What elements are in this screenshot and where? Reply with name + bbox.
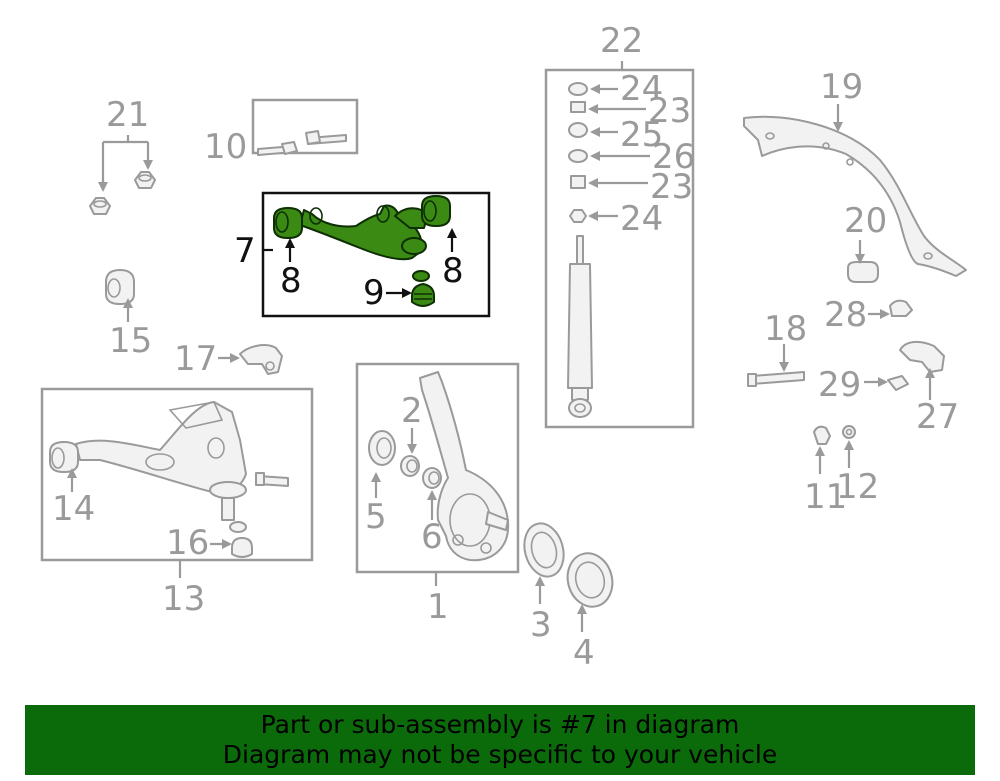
cushion-23a-icon xyxy=(570,101,586,113)
callout-13: 13 xyxy=(162,579,205,619)
bolt-10-icon xyxy=(257,130,347,156)
steering-knuckle-1-icon xyxy=(419,371,510,562)
callout-2: 2 xyxy=(401,391,423,431)
nut-21a-icon xyxy=(89,197,111,215)
nut-24b-icon xyxy=(569,209,587,223)
bushing-8-left-icon[interactable] xyxy=(273,207,303,239)
shock-absorber-22-icon xyxy=(567,235,593,418)
callout-4: 4 xyxy=(573,633,595,673)
bearing-2-icon xyxy=(400,455,420,477)
bushing-20-icon xyxy=(847,261,879,283)
box-10-bolt-group xyxy=(251,98,359,155)
callout-24-top: 24 xyxy=(620,69,663,109)
bracket-17-icon xyxy=(239,344,283,375)
callout-18: 18 xyxy=(764,309,807,349)
callout-1: 1 xyxy=(427,587,449,627)
callout-27: 27 xyxy=(916,397,959,437)
cushion-23b-icon xyxy=(570,175,586,189)
callout-21: 21 xyxy=(106,95,149,135)
bushing-8-right-icon[interactable] xyxy=(421,195,451,227)
callout-22: 22 xyxy=(600,21,643,61)
callout-5: 5 xyxy=(365,497,387,537)
callout-7[interactable]: 7 xyxy=(234,231,256,271)
callout-11: 11 xyxy=(804,477,847,517)
callout-14: 14 xyxy=(52,489,95,529)
crossmember-19-icon xyxy=(743,115,967,277)
clip-28-icon xyxy=(889,299,913,317)
upper-control-arm-7-icon[interactable] xyxy=(299,204,429,261)
nut-12-icon xyxy=(842,425,856,439)
callout-19: 19 xyxy=(820,67,863,107)
retainer-26-icon xyxy=(568,149,588,163)
banner-line-1: Part or sub-assembly is #7 in diagram xyxy=(260,710,740,739)
nut-24a-icon xyxy=(568,82,588,96)
nut-21b-icon xyxy=(134,171,156,189)
bolt-18-icon xyxy=(747,371,805,387)
seal-5-icon xyxy=(368,430,396,466)
callout-16: 16 xyxy=(166,523,209,563)
bushing-15-icon xyxy=(105,269,135,305)
gasket-3-icon xyxy=(523,522,565,578)
callout-23-top: 23 xyxy=(648,91,691,131)
bracket-27-icon xyxy=(899,340,945,373)
box-13-lower-arm-group xyxy=(40,387,314,562)
box-1-knuckle-group xyxy=(355,362,520,574)
callout-23-bottom: 23 xyxy=(650,167,693,207)
ball-joint-boot-9-icon[interactable] xyxy=(411,270,435,307)
callout-9: 9 xyxy=(363,273,385,313)
callout-26: 26 xyxy=(652,137,695,177)
callout-15: 15 xyxy=(109,321,152,361)
callout-12: 12 xyxy=(836,467,879,507)
banner-line-2: Diagram may not be specific to your vehi… xyxy=(222,740,778,769)
lower-control-arm-13-icon xyxy=(75,401,247,521)
callout-17: 17 xyxy=(174,339,217,379)
nut-11-icon xyxy=(813,425,831,445)
callout-6: 6 xyxy=(421,517,443,557)
clip-29-icon xyxy=(887,375,909,391)
callout-24-bottom: 24 xyxy=(620,199,663,239)
callout-8-left: 8 xyxy=(280,261,302,301)
callout-10: 10 xyxy=(204,127,247,167)
washer-25-icon xyxy=(568,122,588,138)
callout-8-right: 8 xyxy=(442,251,464,291)
box-22-shock-group xyxy=(544,68,695,429)
callout-28: 28 xyxy=(824,295,867,335)
boot-16-icon xyxy=(229,521,253,558)
backing-plate-4-icon xyxy=(566,552,614,608)
bolt-13-small-icon xyxy=(255,472,289,487)
callout-20: 20 xyxy=(844,201,887,241)
box-7-upper-arm-group[interactable] xyxy=(261,191,491,318)
callout-25: 25 xyxy=(620,115,663,155)
callout-29: 29 xyxy=(818,365,861,405)
callout-3: 3 xyxy=(530,605,552,645)
notice-banner: Part or sub-assembly is #7 in diagram Di… xyxy=(25,705,975,775)
bearing-6-icon xyxy=(422,467,442,489)
bushing-14-icon xyxy=(49,441,79,473)
